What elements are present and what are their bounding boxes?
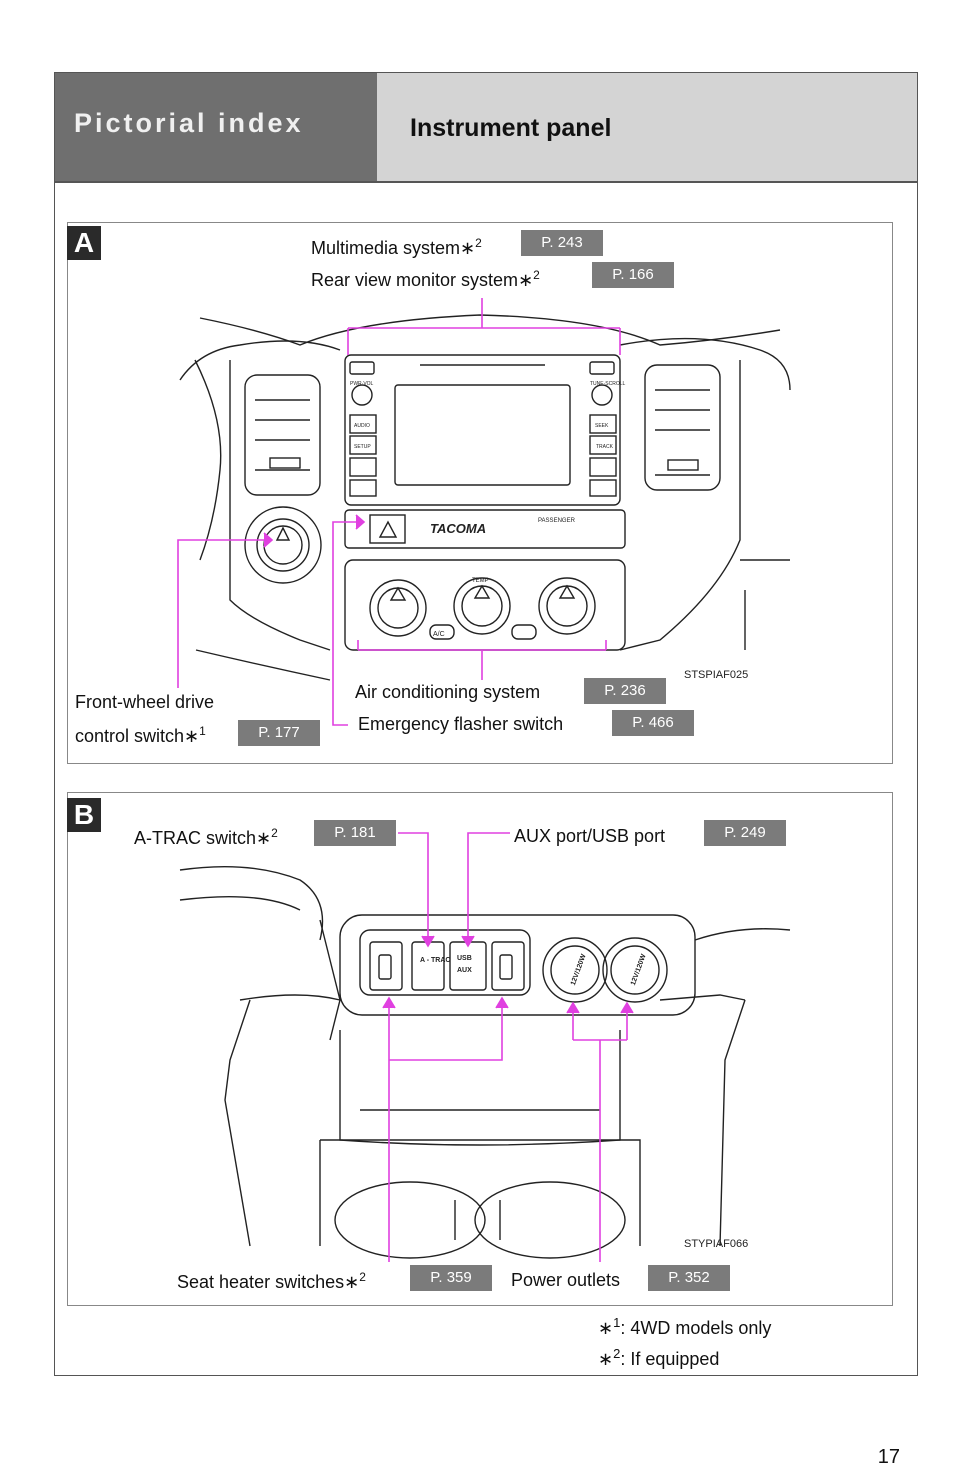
atrac-page-link[interactable]: P. 181 — [314, 820, 396, 846]
footnote-2: ∗2: If equipped — [598, 1346, 720, 1369]
aux-usb-page-link[interactable]: P. 249 — [704, 820, 786, 846]
seek-text: SEEK — [595, 423, 609, 429]
front-wheel-page-link[interactable]: P. 177 — [238, 720, 320, 746]
outlet-text-2: 12V/120W — [630, 953, 648, 986]
panel-a — [67, 222, 893, 764]
atrac-text: A - TRAC — [420, 957, 450, 964]
temp-text: TEMP — [472, 578, 489, 584]
ac-text: A/C — [433, 631, 445, 638]
page-subtitle: Instrument panel — [410, 114, 612, 142]
pwr-text: PWR·VOL — [350, 381, 374, 387]
setup-text: SETUP — [354, 444, 371, 450]
flasher-label: Emergency flasher switch — [358, 714, 564, 734]
aux-usb-label: AUX port/USB port — [514, 826, 666, 846]
panel-a-tag: A — [67, 226, 101, 260]
air-con-page-link[interactable]: P. 236 — [584, 678, 666, 704]
section-title: Pictorial index — [74, 108, 304, 138]
multimedia-label: Multimedia system∗2 — [311, 236, 482, 258]
panel-b-tag: B — [67, 798, 101, 832]
aux-text: AUX — [457, 967, 472, 974]
figure-code-b: STYPIAF066 — [684, 1238, 749, 1250]
brand-text: TACOMA — [430, 521, 486, 536]
callout-lines-a — [177, 298, 621, 726]
flasher-page-link[interactable]: P. 466 — [612, 710, 694, 736]
power-outlet-label: Power outlets — [511, 1270, 621, 1290]
tune-text: TUNE·SCROLL — [590, 381, 626, 387]
power-outlet-page-link[interactable]: P. 352 — [648, 1265, 730, 1291]
page-number: 17 — [877, 1446, 900, 1468]
air-con-label: Air conditioning system — [355, 682, 541, 702]
figure-code-a: STSPIAF025 — [684, 669, 749, 681]
seat-heater-label: Seat heater switches∗2 — [177, 1270, 366, 1292]
callout-lines-b — [382, 832, 634, 1262]
page-frame — [54, 72, 918, 1376]
rear-view-page-link[interactable]: P. 166 — [592, 262, 674, 288]
front-wheel-label-2: control switch∗1 — [75, 724, 206, 746]
footnote-1: ∗1: 4WD models only — [598, 1315, 772, 1338]
multimedia-page-link[interactable]: P. 243 — [521, 230, 603, 256]
seat-heater-page-link[interactable]: P. 359 — [410, 1265, 492, 1291]
usb-text: USB — [457, 955, 472, 962]
subtitle-header-box — [377, 73, 917, 181]
outlet-text-1: 12V/120W — [570, 953, 588, 986]
passenger-text: PASSENGER — [538, 518, 576, 524]
rear-view-label: Rear view monitor system∗2 — [311, 268, 540, 290]
panel-b — [67, 792, 893, 1306]
atrac-label: A-TRAC switch∗2 — [134, 826, 278, 848]
header-divider — [55, 181, 917, 183]
section-header-box — [55, 73, 377, 181]
front-wheel-label-1: Front-wheel drive — [75, 692, 215, 712]
track-text: TRACK — [596, 444, 614, 450]
audio-text: AUDIO — [354, 423, 370, 429]
